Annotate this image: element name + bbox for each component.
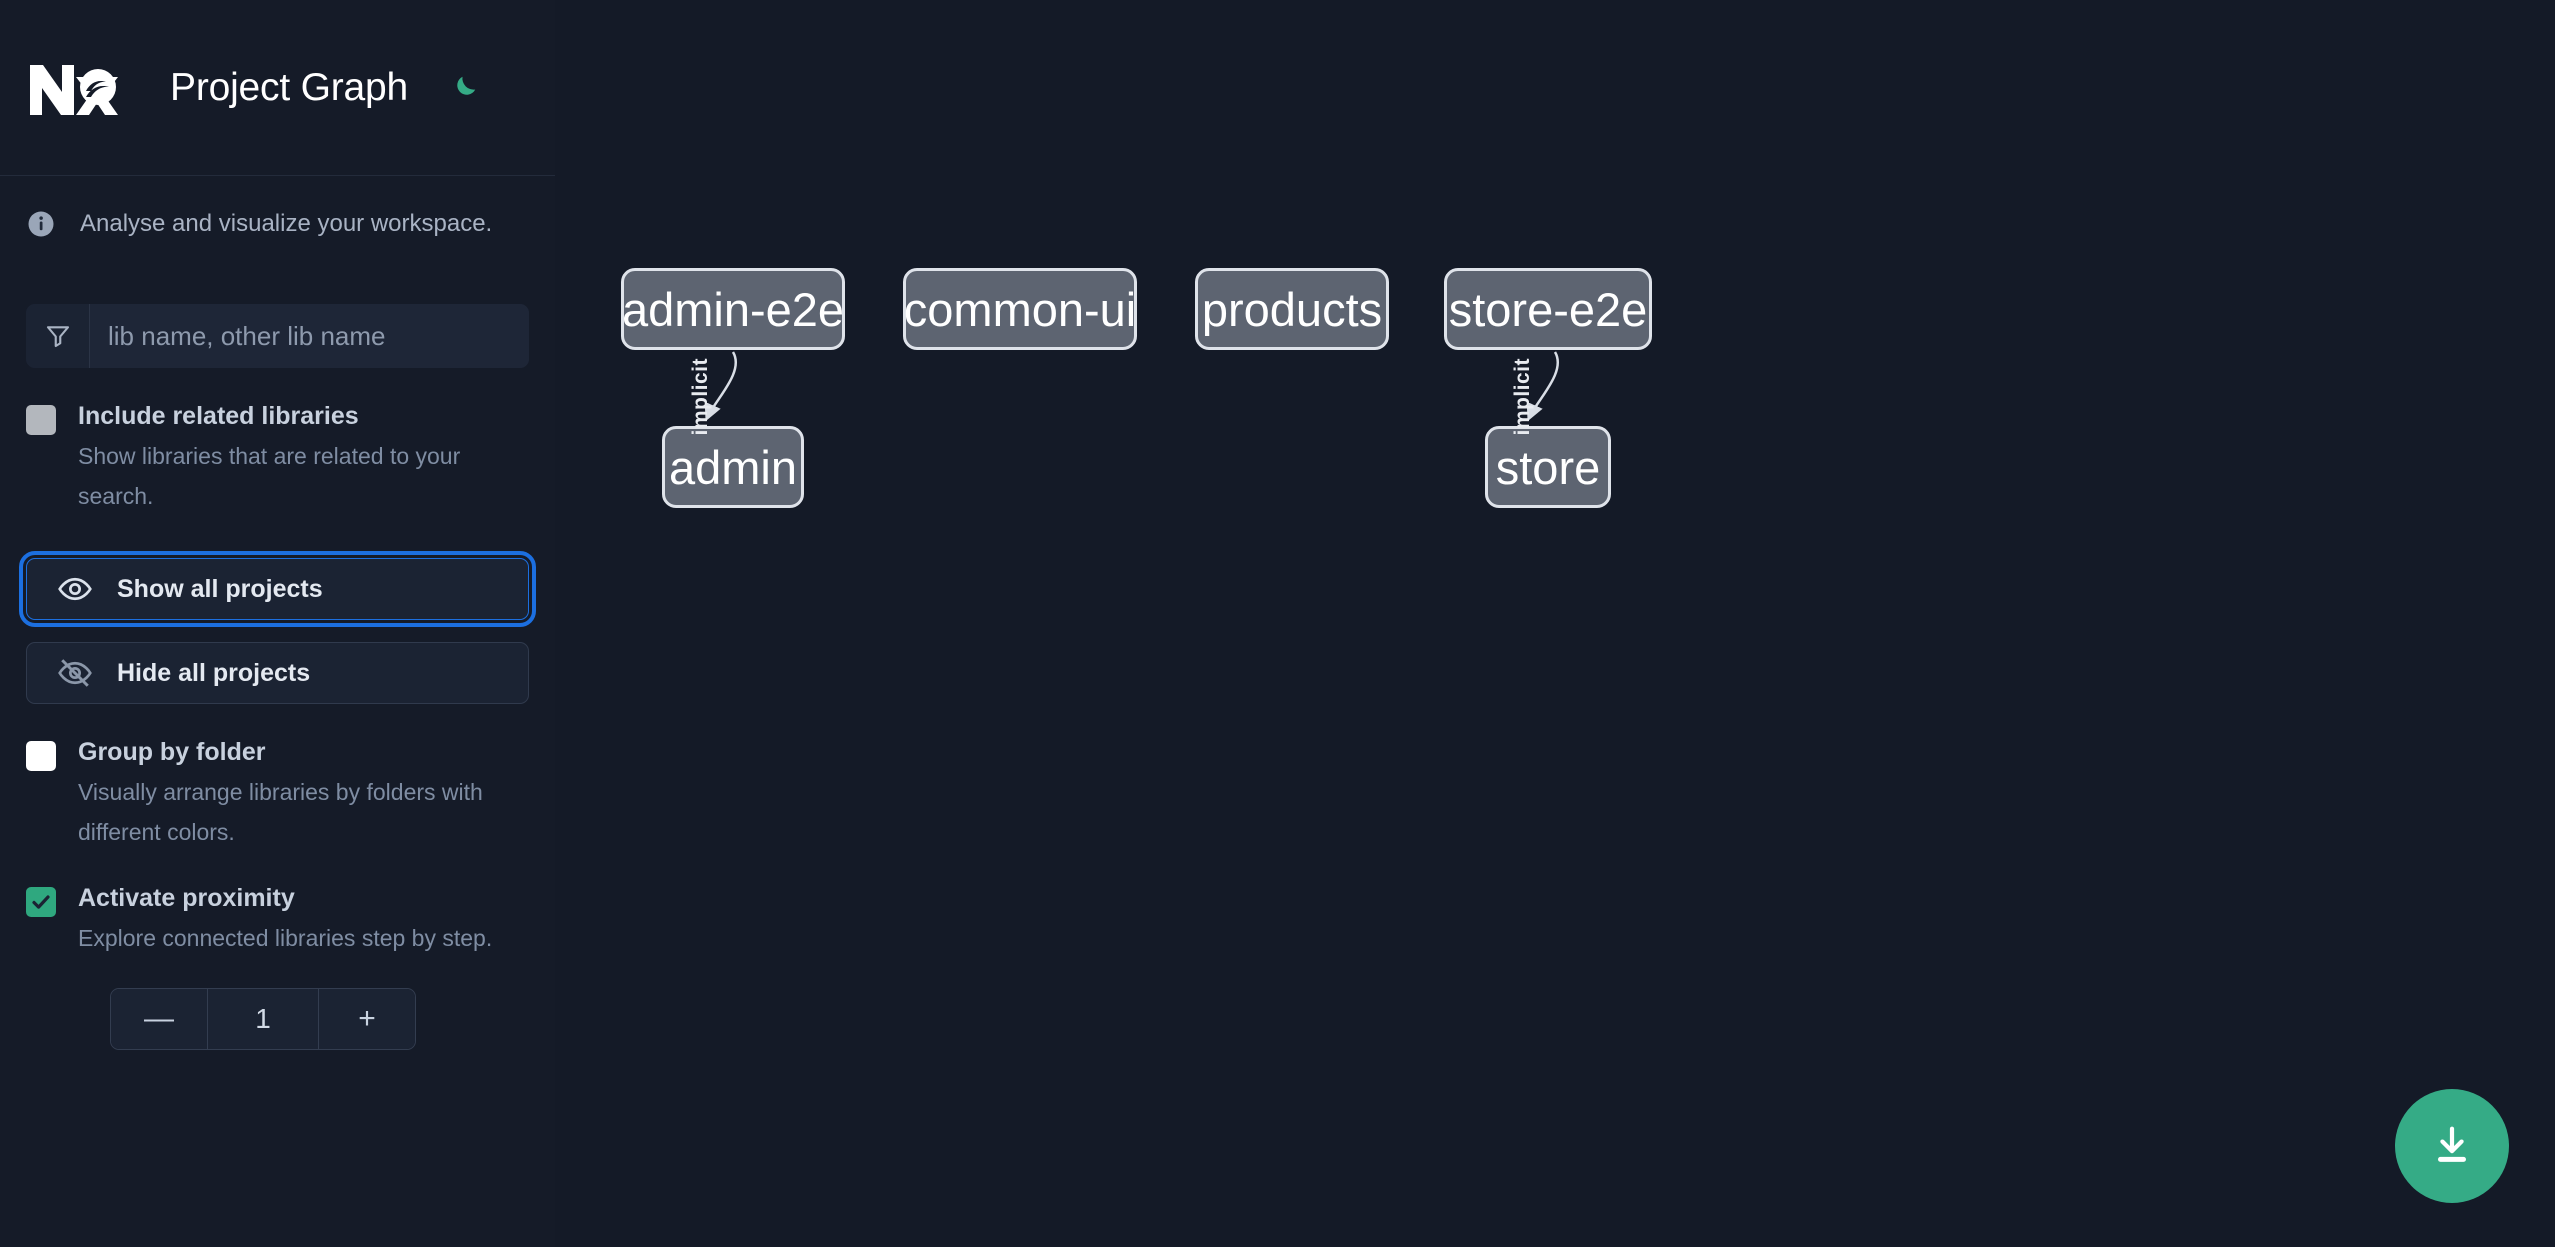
edge-label-store: implicit [1511, 358, 1534, 436]
checkbox-group-by-folder[interactable] [26, 741, 56, 771]
eye-icon [57, 571, 93, 607]
option-description: Explore connected libraries step by step… [78, 925, 493, 951]
option-include-related-libraries[interactable]: Include related libraries Show libraries… [0, 400, 555, 516]
project-visibility-buttons: Show all projects Hide all projects [0, 551, 555, 704]
hide-all-projects-button[interactable]: Hide all projects [26, 642, 529, 704]
graph-node-admin[interactable]: admin [662, 426, 804, 508]
graph-node-products[interactable]: products [1195, 268, 1389, 350]
nx-logo-icon [26, 57, 122, 119]
sidebar-header: Project Graph [0, 0, 555, 176]
graph-node-store[interactable]: store [1485, 426, 1611, 508]
option-group-by-folder[interactable]: Group by folder Visually arrange librari… [0, 736, 555, 852]
sidebar-tagline: Analyse and visualize your workspace. [0, 180, 555, 268]
option-description: Show libraries that are related to your … [78, 443, 461, 509]
tagline-text: Analyse and visualize your workspace. [80, 210, 493, 237]
option-title: Include related libraries [78, 402, 359, 430]
graph-edges [704, 351, 1559, 422]
page-title: Project Graph [170, 65, 409, 109]
sidebar: Project Graph Analyse and visualize your… [0, 0, 555, 1247]
option-text: Group by folder Visually arrange librari… [78, 736, 518, 852]
download-icon [2429, 1122, 2475, 1171]
show-all-projects-button[interactable]: Show all projects [19, 551, 536, 627]
search-input[interactable] [90, 304, 529, 368]
show-all-projects-label: Show all projects [117, 574, 323, 603]
graph-canvas[interactable]: admin-e2e common-ui products store-e2e a… [555, 0, 2555, 1247]
option-activate-proximity[interactable]: Activate proximity Explore connected lib… [0, 882, 555, 958]
eye-off-icon [57, 655, 93, 691]
moon-icon[interactable] [442, 66, 486, 110]
checkbox-include-related-libraries[interactable] [26, 405, 56, 435]
download-button[interactable] [2395, 1089, 2509, 1203]
filter-box [26, 304, 529, 368]
edge-label-admin: implicit [689, 358, 712, 436]
graph-node-admin-e2e[interactable]: admin-e2e [621, 268, 845, 350]
filter-row [0, 304, 555, 368]
option-title: Group by folder [78, 738, 266, 766]
checkbox-activate-proximity[interactable] [26, 887, 56, 917]
option-description: Visually arrange libraries by folders wi… [78, 779, 483, 845]
info-icon [26, 209, 56, 239]
filter-funnel-icon [26, 304, 90, 368]
graph-node-common-ui[interactable]: common-ui [903, 268, 1137, 350]
increment-button[interactable]: + [319, 989, 415, 1049]
decrement-button[interactable]: — [111, 989, 207, 1049]
hide-all-projects-label: Hide all projects [117, 658, 311, 687]
proximity-stepper-wrap: — 1 + [0, 988, 555, 1050]
option-text: Include related libraries Show libraries… [78, 400, 518, 516]
stepper-value: 1 [207, 989, 319, 1049]
graph-node-store-e2e[interactable]: store-e2e [1444, 268, 1652, 350]
option-title: Activate proximity [78, 884, 295, 912]
proximity-stepper: — 1 + [110, 988, 416, 1050]
option-text: Activate proximity Explore connected lib… [78, 882, 492, 958]
